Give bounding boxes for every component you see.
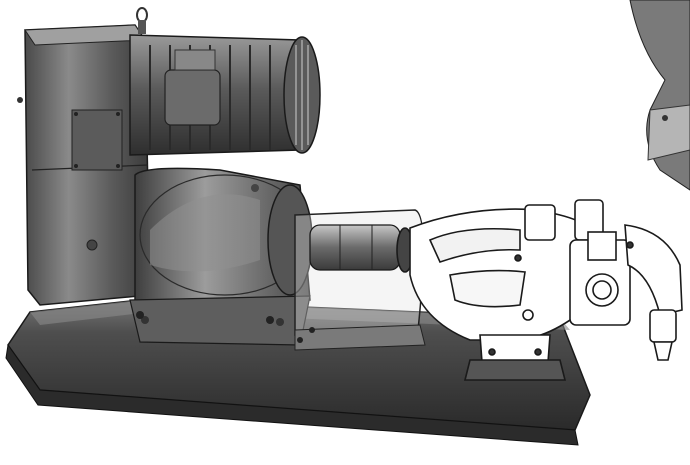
coupling-guard [294, 209, 426, 351]
electric-motor [129, 7, 321, 156]
bolt-icon [662, 115, 668, 121]
shaft-coupling [309, 224, 401, 271]
access-plate [71, 109, 123, 171]
nameplate [174, 49, 216, 71]
motor-housing-box [17, 24, 151, 306]
background-partial-unit [629, 0, 690, 191]
lifting-eye-icon [136, 7, 148, 23]
gear-reducer [129, 167, 313, 346]
base-bolts [136, 311, 303, 343]
terminal-box [164, 69, 221, 126]
gear-pump [396, 199, 683, 381]
pump-port-top [524, 204, 556, 241]
drain-plug-icon [86, 239, 98, 251]
relief-valve-elbow [624, 224, 683, 316]
